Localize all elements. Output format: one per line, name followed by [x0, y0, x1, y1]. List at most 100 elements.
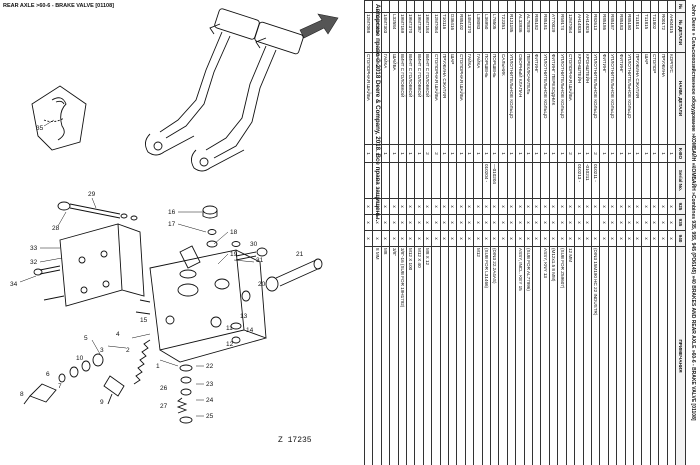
table-cell: x — [381, 230, 390, 247]
table-cell: R85187 — [608, 12, 617, 53]
column-header: НАИМ. ДЕТАЛИ — [675, 52, 686, 145]
table-cell: 1 — [633, 144, 642, 163]
callout-35: 35 — [36, 125, 44, 132]
callout-29: 29 — [88, 191, 96, 198]
table-cell: КОРПУС — [667, 52, 676, 145]
table-cell — [650, 162, 659, 199]
table-cell: x — [574, 230, 584, 247]
table-cell: СТОПОР — [650, 52, 659, 145]
table-cell — [431, 246, 441, 465]
table-cell — [616, 162, 626, 199]
table-cell: 19M7387 — [414, 12, 424, 53]
table-cell: x — [549, 214, 558, 231]
table-cell: x — [398, 214, 407, 231]
table-cell: x — [650, 214, 659, 231]
table-cell — [414, 0, 424, 13]
table-cell — [599, 246, 609, 465]
table-cell — [549, 0, 558, 13]
table-cell: 1 — [658, 144, 668, 163]
table-cell: 010211 - — [591, 162, 600, 199]
table-cell: ГАЙКА — [465, 52, 474, 145]
table-cell — [557, 0, 567, 13]
table-cell — [641, 162, 651, 199]
table-cell: x — [498, 198, 508, 215]
table-cell: x — [448, 214, 457, 231]
table-cell: x — [431, 214, 441, 231]
table-cell: 1 — [583, 144, 592, 163]
callout-16: 16 — [168, 209, 176, 216]
table-cell: x — [633, 198, 642, 215]
callout-19: 19 — [230, 251, 238, 258]
table-cell: 12 MM — [566, 246, 575, 465]
table-cell — [398, 162, 407, 199]
callout-11: 11 — [226, 325, 233, 332]
table-cell: 12M7068 — [364, 12, 373, 53]
table-cell — [498, 0, 508, 13]
column-header: Serial No. — [675, 162, 686, 199]
figure-number: Z 17235 — [278, 436, 312, 445]
table-cell: (SUB FOR AL77996) — [524, 246, 533, 465]
table-cell: T11802 — [650, 12, 659, 53]
table-cell: x — [465, 214, 474, 231]
table-cell: 1 — [507, 144, 516, 163]
table-cell: 1 — [490, 144, 499, 163]
table-cell — [465, 246, 474, 465]
table-cell: 2 — [591, 144, 600, 163]
table-cell: T11815 — [641, 12, 651, 53]
table-cell: x — [507, 198, 516, 215]
table-cell: x — [524, 214, 533, 231]
table-cell: x — [364, 198, 373, 215]
table-cell: x — [532, 198, 541, 215]
table-cell: 1 — [641, 144, 651, 163]
table-cell — [658, 246, 668, 465]
table-cell: СТОПОРНАЯ ШАЙБА — [364, 52, 373, 145]
table-cell: ВИНТ С ГОЛОВКОЙ — [423, 52, 432, 145]
table-cell — [507, 162, 516, 199]
table-cell: ВИНТ С ГОЛОВКОЙ — [414, 52, 424, 145]
table-cell: x — [389, 230, 399, 247]
table-cell: -010211 — [583, 162, 592, 199]
table-cell — [574, 0, 584, 13]
table-cell: (DIN3 15M190 НС 22 INDUSTR) — [591, 246, 600, 465]
table-cell: x — [549, 230, 558, 247]
table-cell — [381, 0, 390, 13]
callout-12: 12 — [226, 341, 234, 348]
table-cell: x — [641, 230, 651, 247]
table-cell: СБОРНЫЙ КЛАПАН — [515, 52, 525, 145]
table-cell: x — [557, 230, 567, 247]
table-cell: x — [482, 214, 491, 231]
callout-18: 18 — [230, 229, 238, 236]
callout-1: 1 — [156, 363, 160, 370]
table-cell — [625, 246, 634, 465]
table-cell — [608, 246, 617, 465]
table-cell: R85182 — [532, 12, 541, 53]
table-cell: x — [507, 214, 516, 231]
breadcrumb-header: John Deere » Сельскохозяйственное оборуд… — [690, 4, 696, 421]
table-cell — [524, 0, 533, 13]
table-cell — [616, 246, 626, 465]
table-cell — [583, 246, 592, 465]
table-cell: x — [440, 214, 449, 231]
table-cell: ФИТИНГ — [532, 52, 541, 145]
table-cell: 1 — [398, 144, 407, 163]
table-cell — [541, 162, 550, 199]
table-cell — [658, 0, 668, 13]
table-cell: 2 — [423, 144, 432, 163]
table-cell: x — [599, 214, 609, 231]
column-header: К-ВО — [675, 144, 686, 163]
table-cell — [431, 0, 441, 13]
table-cell: ФИТИНГ — [616, 52, 626, 145]
table-cell: R85181 — [541, 12, 550, 53]
table-cell: ФИТИНГ ПЕРЕХОДНИК — [549, 52, 558, 145]
callout-3: 3 — [100, 347, 104, 354]
table-cell: 1 — [456, 144, 466, 163]
table-cell — [490, 0, 499, 13]
